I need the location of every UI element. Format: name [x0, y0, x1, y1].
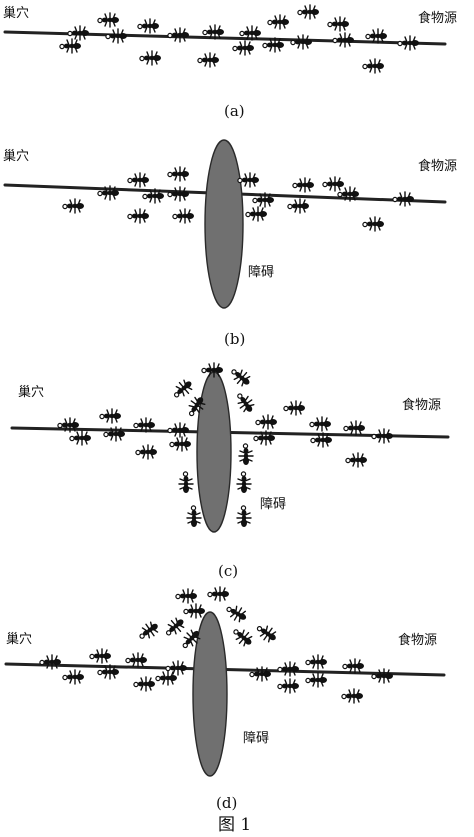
panel-c: 巢穴 食物源 障碍 [10, 362, 450, 580]
ant [197, 52, 220, 68]
ant [183, 603, 206, 619]
panel-caption: (c) [218, 562, 238, 580]
food-label: 食物源 [418, 158, 457, 174]
ant [341, 688, 364, 704]
ant [169, 436, 192, 452]
ant [305, 672, 328, 688]
ant [167, 422, 190, 438]
obstacle-ellipse [192, 611, 228, 777]
obstacle-label: 障碍 [248, 265, 274, 280]
ant [238, 443, 254, 466]
ant [172, 208, 195, 224]
nest-label: 巢穴 [3, 6, 29, 21]
ant [277, 678, 300, 694]
panel-caption: (a) [224, 102, 245, 120]
ant [236, 471, 252, 494]
ant [186, 505, 202, 528]
obstacle-label: 障碍 [243, 731, 269, 746]
ant [362, 216, 385, 232]
ant [139, 50, 162, 66]
panel-caption: (b) [224, 330, 245, 348]
ant [99, 408, 122, 424]
ant [62, 669, 85, 685]
panel-caption: (d) [216, 794, 237, 812]
panel-d: 巢穴 食物源 障碍 [4, 586, 446, 812]
food-label: 食物源 [402, 397, 441, 413]
ant [67, 25, 90, 41]
food-label: 食物源 [418, 10, 457, 26]
ant [227, 364, 255, 390]
ant [135, 618, 163, 644]
ant [232, 40, 255, 56]
obstacle-label: 障碍 [260, 497, 286, 512]
ant [161, 614, 189, 640]
ant [332, 32, 355, 48]
ant [127, 172, 150, 188]
ant [39, 654, 62, 670]
ant [167, 186, 190, 202]
ant [223, 601, 250, 626]
ant [135, 444, 158, 460]
nest-label: 巢穴 [18, 385, 44, 400]
ant [137, 18, 160, 34]
obstacle-ellipse [204, 139, 244, 309]
ant [327, 16, 350, 32]
ant [255, 414, 278, 430]
ant [178, 471, 194, 494]
ant [397, 35, 420, 51]
ant [283, 400, 306, 416]
ant [69, 430, 92, 446]
ant [169, 376, 197, 402]
ant [232, 389, 258, 417]
ant [343, 420, 366, 436]
ant [345, 452, 368, 468]
ant [236, 505, 252, 528]
ant [105, 28, 128, 44]
ant [277, 661, 300, 677]
nest-label: 巢穴 [6, 632, 32, 647]
ant [167, 166, 190, 182]
ant [297, 4, 320, 20]
ant [309, 416, 332, 432]
ant [362, 58, 385, 74]
ant [125, 652, 148, 668]
ant [229, 624, 257, 650]
ant [371, 668, 394, 684]
ant [167, 27, 190, 43]
ant [287, 198, 310, 214]
ant [245, 206, 268, 222]
panel-a: 巢穴 食物源 (a) [3, 4, 457, 120]
ant [342, 658, 365, 674]
obstacle-ellipse [196, 371, 232, 533]
ant [165, 660, 188, 676]
panel-b: 巢穴 食物源 障碍 (b) [3, 139, 457, 348]
food-label: 食物源 [398, 632, 437, 648]
ant [292, 177, 315, 193]
ant [59, 38, 82, 54]
ant [133, 676, 156, 692]
ant [97, 12, 120, 28]
ant [62, 198, 85, 214]
ant [127, 208, 150, 224]
ant [290, 34, 313, 50]
ant [207, 586, 230, 602]
ant [267, 14, 290, 30]
ant [175, 588, 198, 604]
figure-caption: 图 1 [218, 815, 251, 835]
ant [392, 191, 415, 207]
ant [371, 428, 394, 444]
ant [253, 620, 281, 646]
ant [322, 176, 345, 192]
ant [89, 648, 112, 664]
ant [305, 654, 328, 670]
nest-label: 巢穴 [3, 149, 29, 164]
